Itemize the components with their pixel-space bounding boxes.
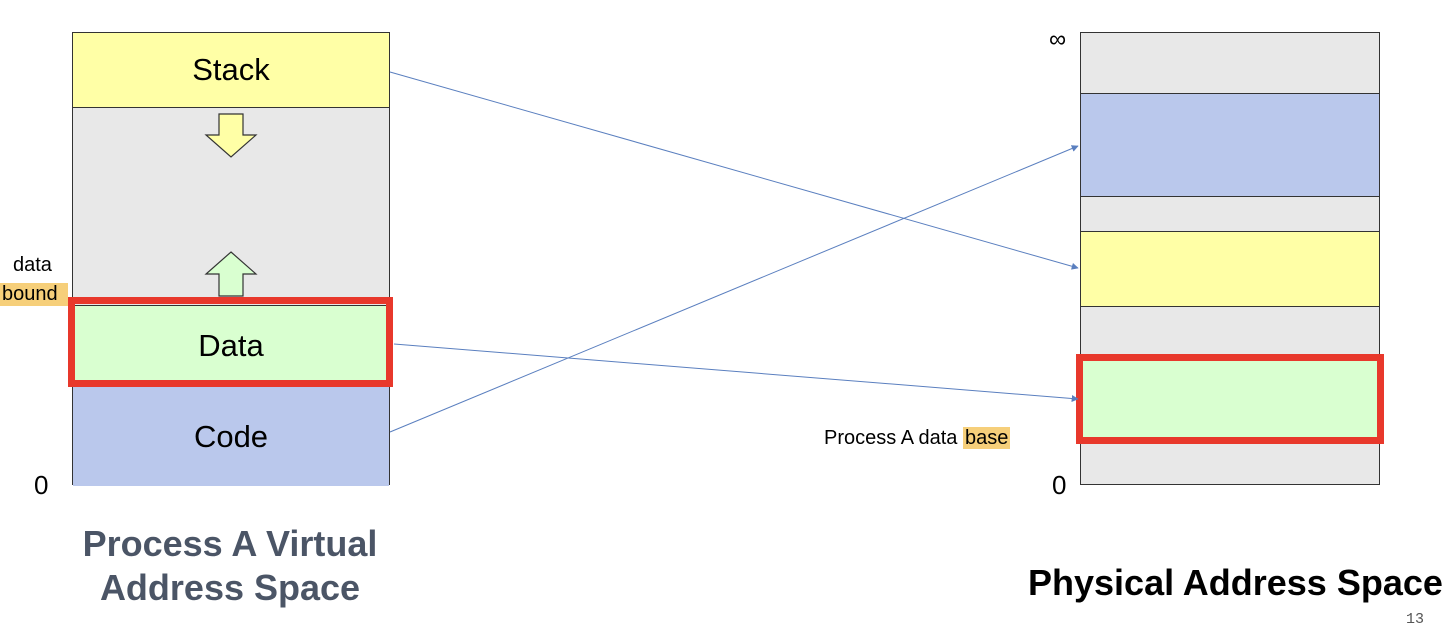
physical-code-region [1081, 93, 1379, 197]
virtual-title-line1: Process A Virtual [82, 523, 378, 564]
data-bound-label-line2: bound [0, 283, 68, 306]
base-label-prefix: Process A data [824, 427, 963, 449]
code-label: Code [193, 418, 269, 454]
physical-data-highlight [1076, 354, 1384, 444]
process-a-data-base-label: Process A data base [824, 427, 1011, 450]
virtual-address-space: Stack Data Code [72, 32, 390, 486]
data-segment-highlight [68, 297, 393, 387]
data-segment: Data [73, 305, 389, 387]
stack-mapping-arrow [389, 71, 1079, 270]
data-growth-up-arrow [204, 251, 258, 297]
code-mapping-arrow [389, 145, 1079, 433]
physical-address-space [1080, 32, 1380, 485]
virtual-title-line2: Address Space [99, 567, 361, 608]
virtual-zero-label: 0 [34, 470, 49, 500]
stack-growth-down-arrow [204, 113, 258, 158]
slide-number: 13 [1406, 611, 1425, 628]
physical-stack-region [1081, 231, 1379, 307]
code-segment: Code [73, 387, 389, 486]
data-label: Data [198, 328, 264, 363]
stack-segment: Stack [73, 33, 389, 108]
virtual-title: Process A Virtual Address Space [60, 522, 400, 610]
physical-zero-label: 0 [1052, 470, 1067, 500]
infinity-label: ∞ [1049, 26, 1067, 53]
data-mapping-arrow [393, 343, 1079, 402]
base-label-highlight: base [962, 427, 1011, 449]
physical-title: Physical Address Space [1028, 562, 1443, 603]
data-bound-label-line1: data [13, 254, 52, 276]
stack-label: Stack [192, 52, 270, 87]
physical-data-region [1081, 359, 1379, 441]
